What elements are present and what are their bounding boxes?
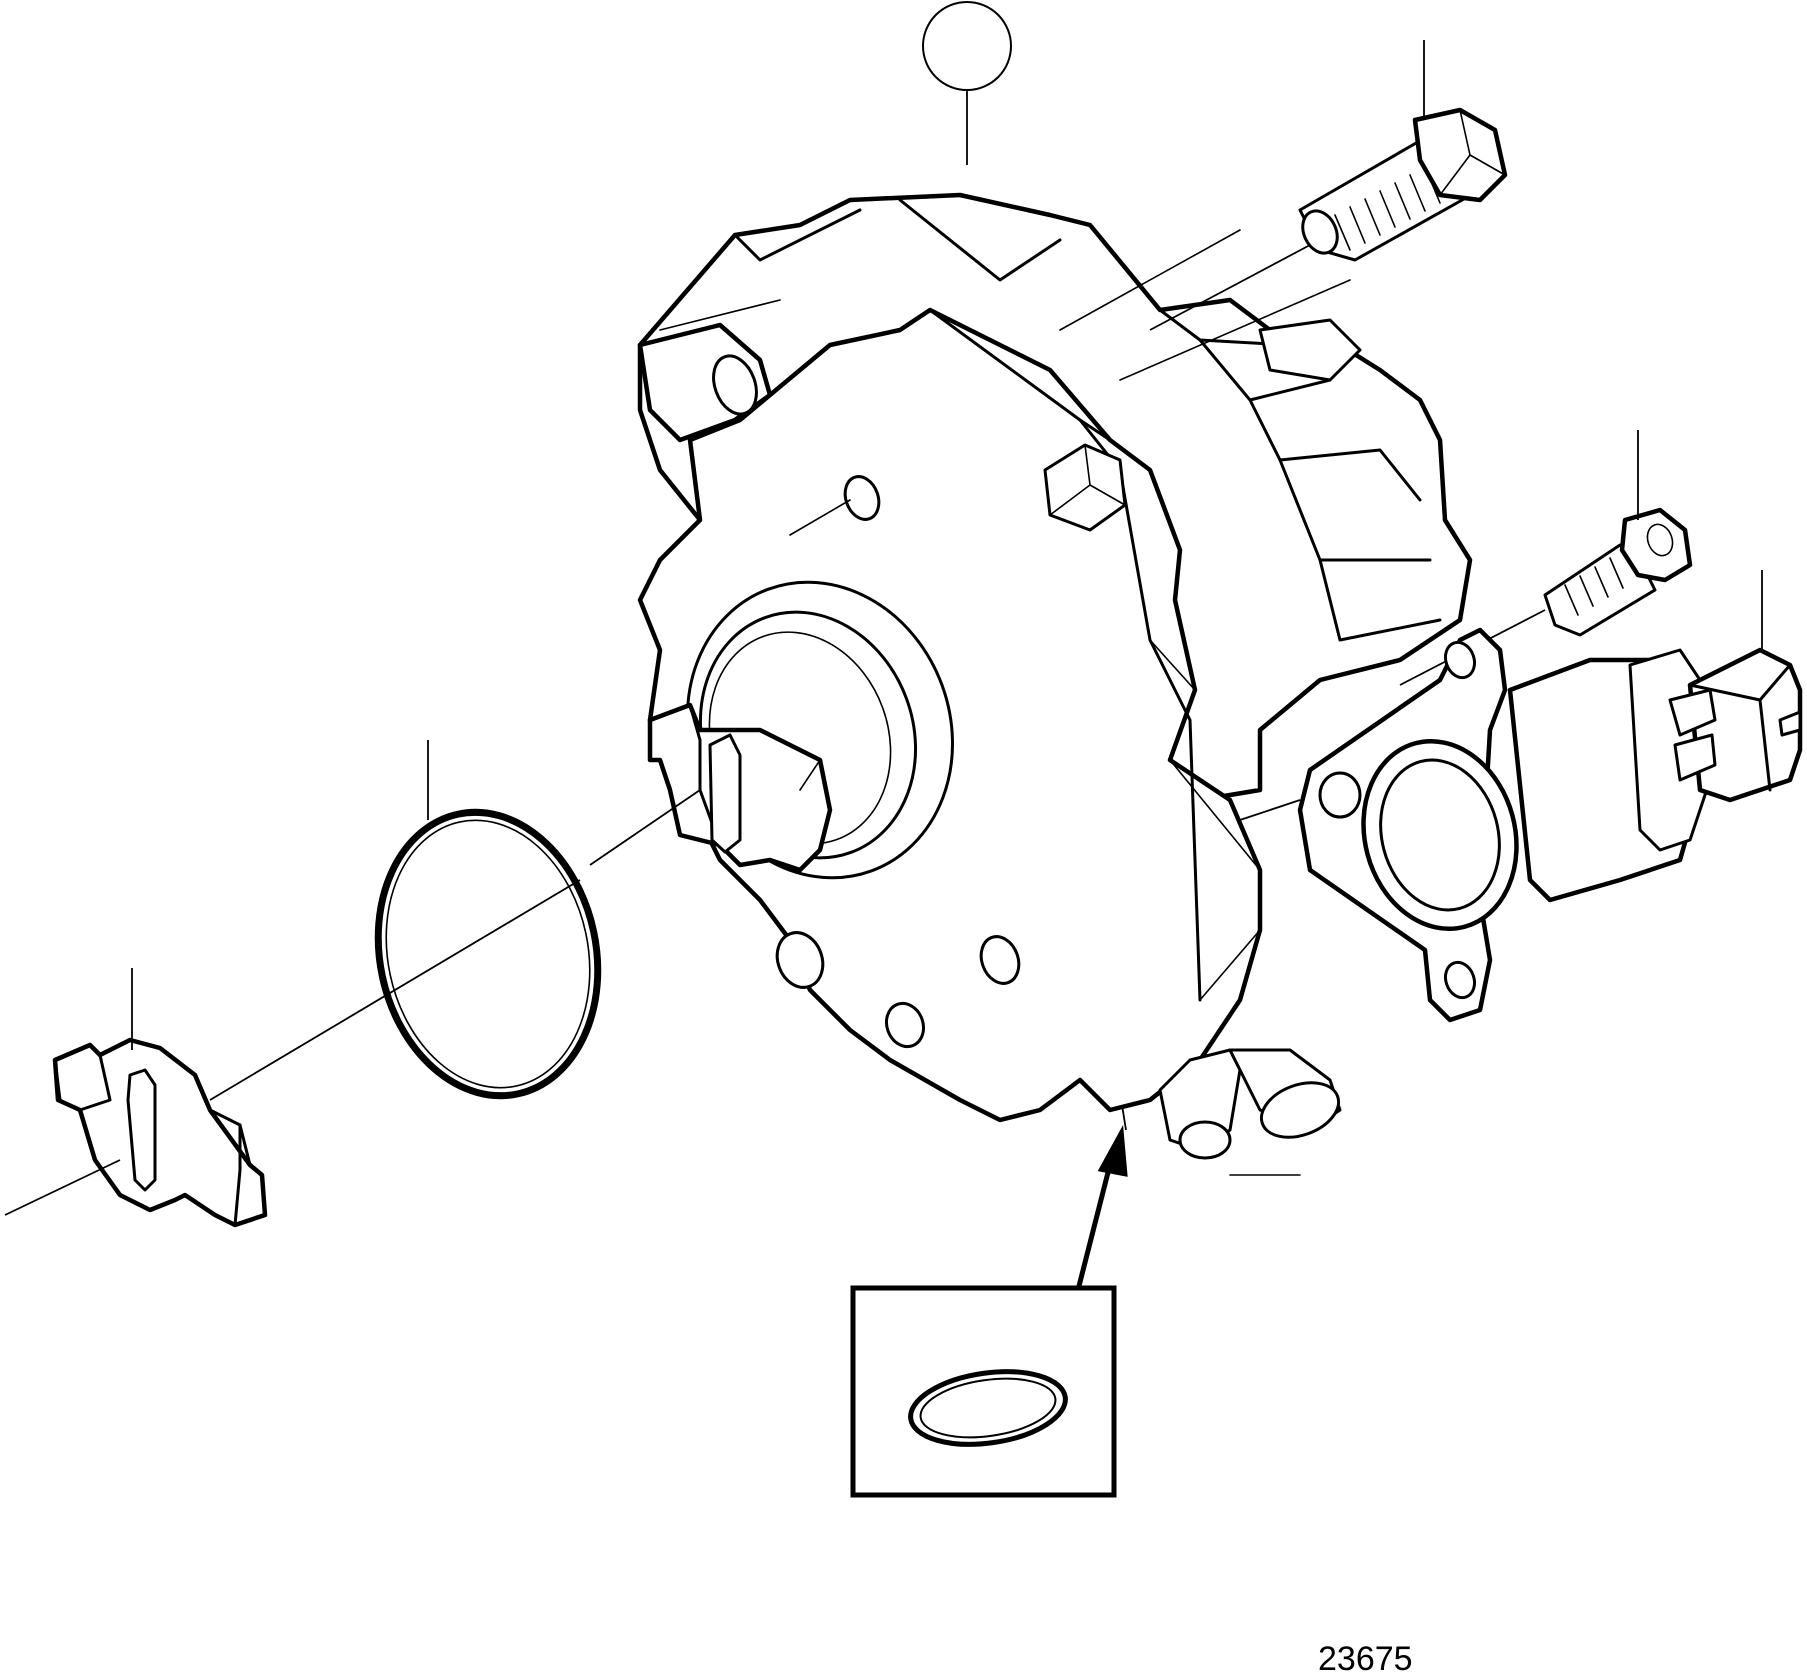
hex-plug bbox=[1043, 443, 1127, 532]
outlet-fitting-lower bbox=[1158, 1048, 1342, 1176]
mounting-bolt-small bbox=[1399, 430, 1693, 686]
mounting-bolt-large bbox=[1149, 40, 1508, 331]
mounting-ear-upper bbox=[637, 322, 773, 443]
upper-right-boss bbox=[1258, 318, 1362, 382]
drive-hub bbox=[647, 580, 954, 880]
bolt-thread bbox=[1334, 166, 1441, 251]
callout-circle bbox=[922, 1, 1012, 165]
drawing-reference-number: 23675 bbox=[1318, 1640, 1413, 1675]
pump-lower-lugs bbox=[775, 931, 926, 1049]
drive-coupling bbox=[4, 789, 701, 1228]
seal-ring-detail-box bbox=[850, 1285, 1117, 1498]
detail-arrow bbox=[1075, 1104, 1128, 1291]
small-bolt-thread bbox=[1564, 557, 1624, 616]
fuel-metering-valve bbox=[1239, 570, 1803, 1023]
o-ring-large bbox=[374, 740, 602, 1100]
